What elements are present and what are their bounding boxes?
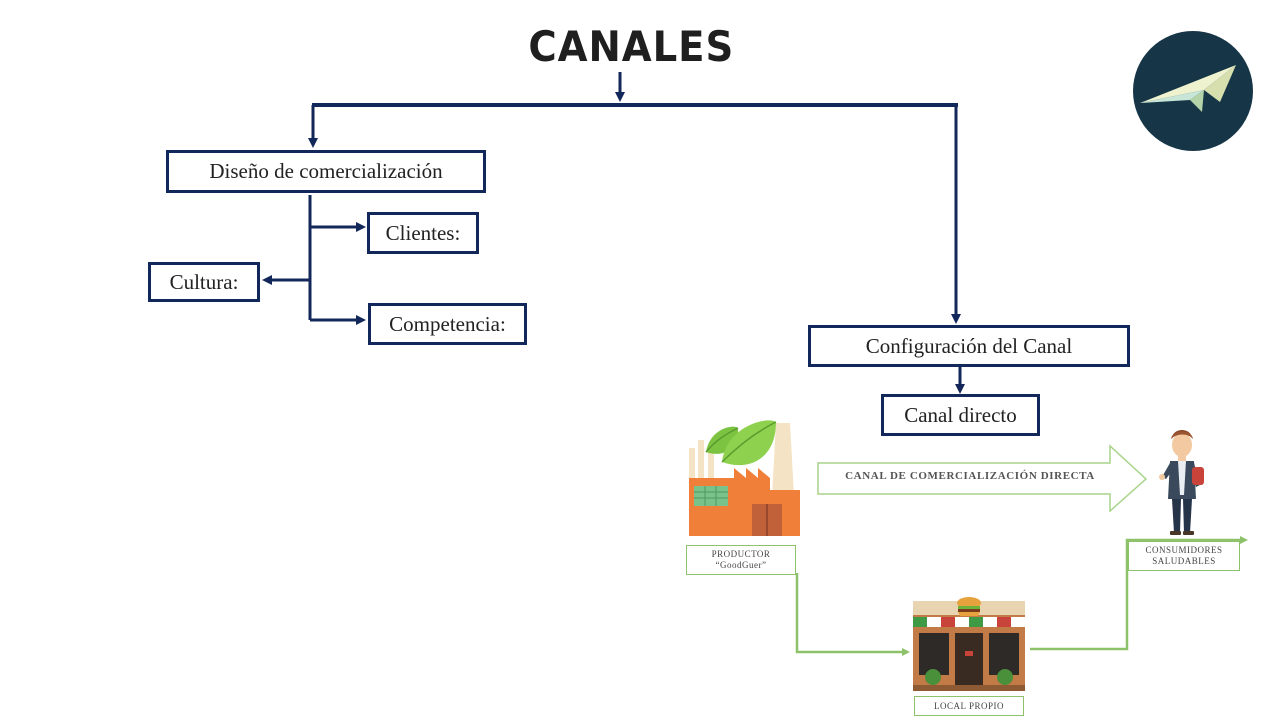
consumer-label: CONSUMIDORES SALUDABLES <box>1128 541 1240 571</box>
person-icon <box>1150 425 1214 537</box>
burger-store-icon <box>913 593 1025 691</box>
factory-icon <box>686 418 804 540</box>
canal-directo-box: Canal directo <box>881 394 1040 436</box>
producer-label-line1: PRODUCTOR <box>711 549 771 559</box>
producer-label-line2: “GoodGuer” <box>715 560 767 570</box>
competencia-box: Competencia: <box>368 303 527 345</box>
configuracion-canal-box: Configuración del Canal <box>808 325 1130 367</box>
page-title: CANALES <box>528 22 735 71</box>
consumer-label-line1: CONSUMIDORES <box>1145 545 1223 555</box>
cultura-box: Cultura: <box>148 262 260 302</box>
paper-plane-logo <box>1132 30 1254 152</box>
diseno-comercializacion-box: Diseño de comercialización <box>166 150 486 193</box>
channel-arrow-label: CANAL DE COMERCIALIZACIÓN DIRECTA <box>845 470 1095 482</box>
producer-label: PRODUCTOR “GoodGuer” <box>686 545 796 575</box>
consumer-label-line2: SALUDABLES <box>1152 556 1216 566</box>
store-label: LOCAL PROPIO <box>914 696 1024 716</box>
paper-plane-icon <box>1133 31 1253 151</box>
clientes-box: Clientes: <box>367 212 479 254</box>
store-label-text: LOCAL PROPIO <box>934 700 1004 711</box>
